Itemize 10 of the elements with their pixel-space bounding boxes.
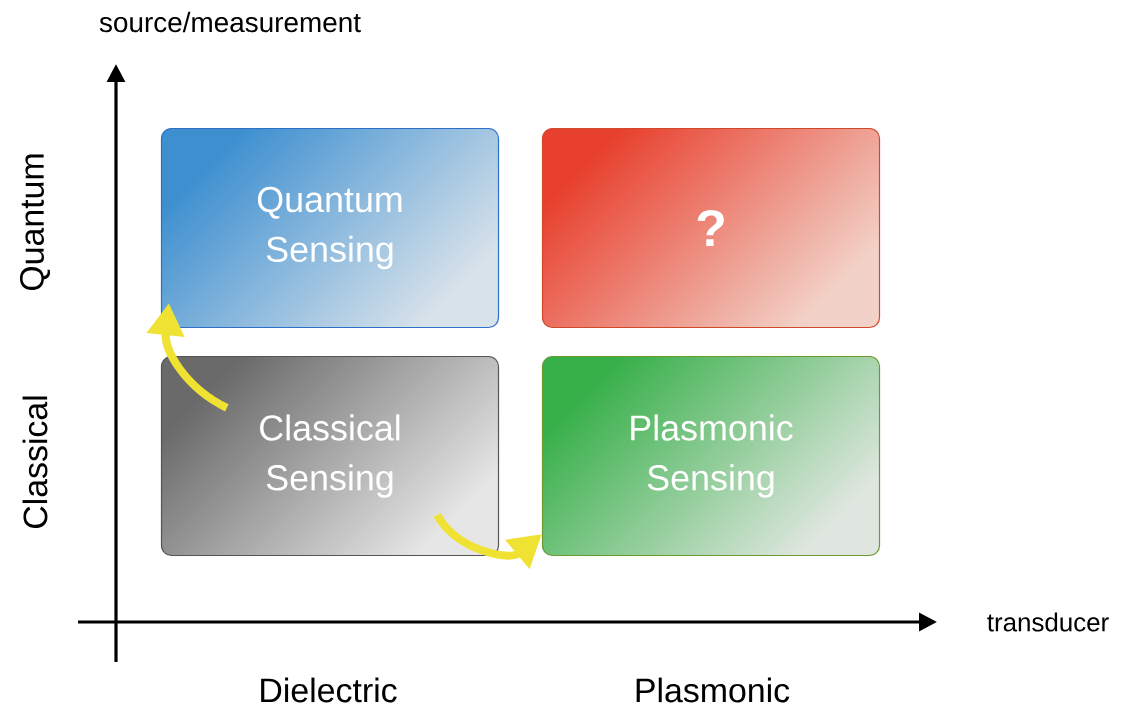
sensing-box: Classical Sensing [160,355,500,557]
axis-label: transducer [987,612,1109,632]
sensing-box: Quantum Sensing [160,127,500,329]
sensing-box: Plasmonic Sensing [541,355,881,557]
axis-label: Quantum [19,154,51,291]
axis-label: Classical [22,396,48,529]
axis-label: Dielectric [261,677,397,703]
sensing-box: ? [541,127,881,329]
axis-label: source/measurement [99,11,361,33]
axis-label: Plasmonic [636,677,790,703]
